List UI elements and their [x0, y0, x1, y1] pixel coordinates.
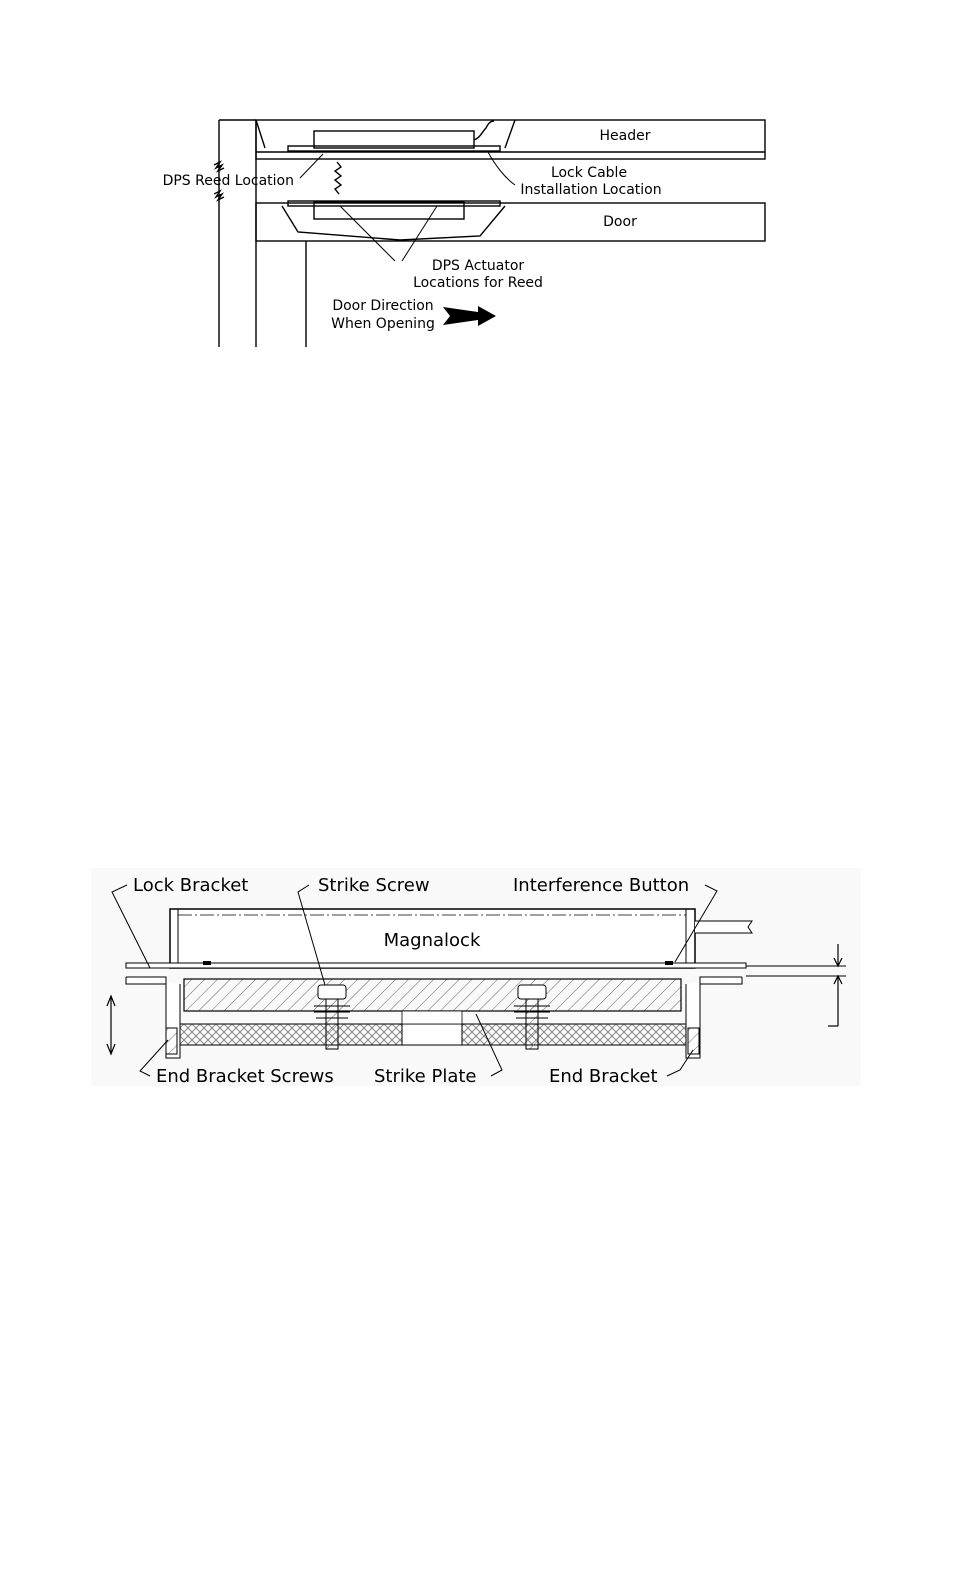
label-end-bracket: End Bracket — [549, 1066, 658, 1087]
dps-reed-signal — [333, 161, 343, 195]
interference-button-left — [203, 961, 211, 965]
leader-dps-actuator — [339, 205, 438, 262]
label-strike-plate: Strike Plate — [374, 1066, 476, 1087]
door-direction-arrow — [443, 306, 496, 326]
strike-plate — [183, 978, 682, 1012]
strike-screw-right — [514, 984, 550, 1050]
lock-bracket-plate — [125, 962, 747, 969]
label-strike-screw: Strike Screw — [318, 875, 430, 896]
lock-cable-stub — [695, 920, 753, 934]
label-magnalock: Magnalock — [384, 930, 481, 951]
label-end-bracket-screws: End Bracket Screws — [156, 1066, 334, 1087]
strike-plate-door — [313, 201, 465, 220]
interference-button-right — [665, 961, 673, 965]
leader-interference-button — [674, 884, 718, 963]
door-band — [255, 202, 766, 242]
magnalock-section-diagram: Lock Bracket Strike Screw Interference B… — [91, 868, 861, 1087]
leader-dps-reed — [299, 153, 324, 179]
label-lock-cable-line1: Lock Cable — [551, 165, 627, 181]
label-door-direction-line2: When Opening — [331, 316, 435, 332]
label-dps-actuator-line1: DPS Actuator — [432, 258, 525, 274]
break-mark-lower — [213, 189, 225, 202]
lock-cable — [473, 120, 495, 141]
dimension-arrow-right — [828, 944, 843, 1027]
leader-end-bracket — [666, 1049, 694, 1077]
strike-screw-left — [314, 984, 350, 1050]
label-header: Header — [600, 128, 651, 144]
label-lock-bracket: Lock Bracket — [133, 875, 248, 896]
lock-mount-plate — [287, 145, 501, 152]
leader-end-bracket-screws — [139, 1039, 169, 1077]
magnalock-body — [169, 908, 696, 969]
leader-strike-screw — [297, 884, 326, 986]
header-cutout-lines — [255, 119, 516, 149]
label-dps-actuator-line2: Locations for Reed — [413, 275, 543, 291]
header-band — [255, 119, 766, 160]
leader-lock-bracket — [111, 884, 151, 969]
leader-lock-cable — [487, 151, 516, 186]
end-bracket-screw-left — [165, 1027, 178, 1055]
end-bracket-screw-right — [687, 1027, 700, 1055]
break-mark-upper — [213, 160, 225, 173]
label-door-direction-line1: Door Direction — [332, 298, 433, 314]
label-door: Door — [603, 214, 637, 230]
door-cutout-lines — [281, 205, 506, 241]
leader-strike-plate — [475, 1013, 503, 1077]
strike-mount-plate — [287, 200, 501, 207]
dps-door-diagram: Header Door DPS Reed Location Lock Cable… — [163, 119, 766, 347]
label-lock-cable-line2: Installation Location — [520, 182, 661, 198]
dimension-arrow-left — [106, 994, 116, 1056]
label-dps-reed-location: DPS Reed Location — [163, 173, 294, 189]
label-interference-button: Interference Button — [513, 875, 689, 896]
